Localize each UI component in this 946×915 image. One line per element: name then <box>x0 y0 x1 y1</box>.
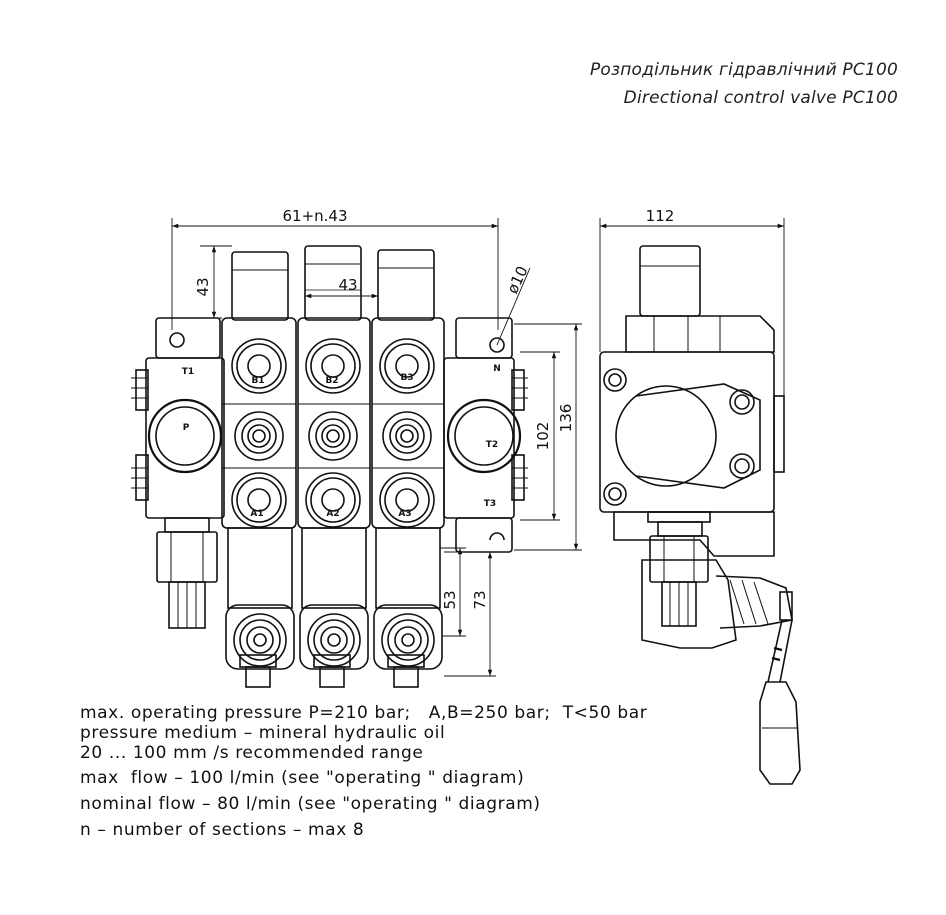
mount-height-label: 102 <box>534 422 552 451</box>
front-dimensions <box>171 218 582 677</box>
inlet-plate <box>131 317 225 519</box>
port-b1-label: B1 <box>251 376 264 386</box>
spec-line-nominal-flow: nominal flow – 80 l/min (see "operating … <box>80 794 541 814</box>
port-b2-label: B2 <box>325 376 338 386</box>
lever-housings <box>225 527 443 688</box>
port-n-label: N <box>493 364 501 374</box>
title-english: Directional control valve PC100 <box>623 88 898 108</box>
front-dimension-labels: 61+n.43 43 43 ø10 102 136 53 73 <box>194 207 575 610</box>
port-labels: T1 P N T2 T3 B1 B2 B3 A1 A2 A3 <box>182 364 501 519</box>
title-ukrainian: Розподільник гідравлічний PC100 <box>589 60 898 80</box>
handle-offset-short-label: 53 <box>441 590 459 609</box>
port-t2-label: T2 <box>486 440 498 450</box>
spec-line-medium: pressure medium – mineral hydraulic oil <box>80 723 446 743</box>
side-dimensions <box>599 218 785 396</box>
port-a1-label: A1 <box>250 509 263 519</box>
spool-protrusion-label: 43 <box>194 277 212 296</box>
side-view <box>599 245 801 785</box>
port-p-label: P <box>183 423 190 433</box>
port-a2-label: A2 <box>326 509 339 519</box>
working-sections <box>221 317 445 529</box>
handle-offset-long-label: 73 <box>471 590 489 609</box>
spec-line-pressure: max. operating pressure P=210 bar; A,B=2… <box>80 703 648 723</box>
port-b3-label: B3 <box>400 373 413 383</box>
overall-width-label: 61+n.43 <box>282 207 347 225</box>
port-t3-label: T3 <box>484 499 496 509</box>
relief-valve <box>156 517 218 629</box>
spec-line-sections: n – number of sections – max 8 <box>80 820 365 840</box>
port-t1-label: T1 <box>182 367 194 377</box>
spec-line-max-flow: max flow – 100 l/min (see "operating " d… <box>80 768 525 788</box>
body-height-label: 136 <box>557 404 575 433</box>
spool-caps <box>231 245 435 321</box>
port-a3-label: A3 <box>398 509 411 519</box>
side-width-label: 112 <box>646 207 675 225</box>
outlet-plate <box>443 317 528 553</box>
section-pitch-label: 43 <box>338 276 357 294</box>
hole-diameter-label: ø10 <box>503 263 531 296</box>
spec-line-range: 20 ... 100 mm /s recommended range <box>80 743 424 763</box>
front-view <box>131 245 528 688</box>
